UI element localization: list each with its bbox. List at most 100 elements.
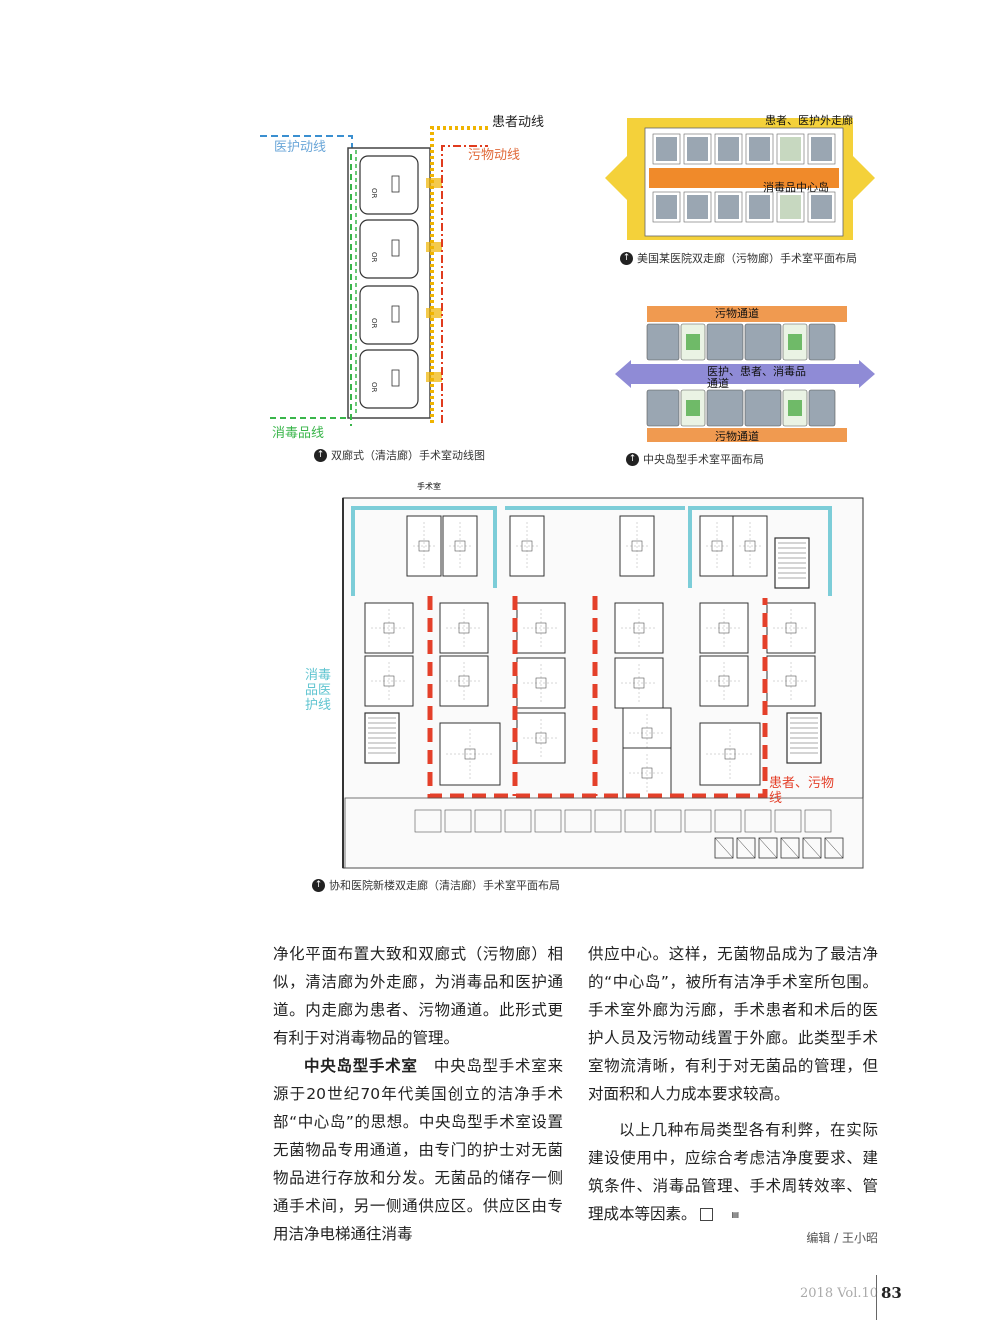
operating-room [439, 722, 501, 786]
plan-title: 手术室 [417, 482, 441, 491]
operating-room [364, 602, 414, 654]
operating-room [646, 323, 680, 361]
sterile-room [680, 389, 706, 427]
arrow-up-icon: ↑ [314, 448, 327, 462]
figure-pumch-floor-plan: 手术室 消毒品医护线 患者、污物线 [305, 478, 870, 873]
label-top-corridor: 污物通道 [715, 307, 759, 320]
medical-flow-line [260, 135, 353, 148]
operating-room [807, 133, 836, 165]
operating-room [614, 657, 664, 709]
operating-room [619, 515, 655, 577]
figure-3-caption: ↑ 中央岛型手术室平面布局 [626, 451, 764, 467]
stairwell [774, 537, 810, 589]
footer-divider [876, 1275, 877, 1320]
figure-3-caption-text: 中央岛型手术室平面布局 [643, 453, 764, 466]
arrow-up-icon: ↑ [312, 878, 325, 892]
end-mark-icon: ▤ [699, 1208, 739, 1221]
left-paragraph-2: 中央岛型手术室 中央岛型手术室来源于20世纪70年代美国创立的洁净手术部“中心岛… [273, 1052, 563, 1248]
operating-room [699, 722, 761, 786]
service-room [444, 809, 472, 833]
operating-room [652, 191, 681, 223]
sterile-room [680, 323, 706, 361]
sterile-room [782, 323, 808, 361]
right-paragraph-2: 以上几种布局类型各有利弊，在实际建设使用中，应综合考虑洁净度要求、建筑条件、消毒… [588, 1116, 878, 1228]
dirty-flow-line [441, 145, 488, 423]
or-room-label: OR [370, 382, 378, 393]
service-room [564, 809, 592, 833]
label-outer-corridor: 患者、医护外走廊 [765, 114, 853, 127]
operating-room [614, 602, 664, 654]
or-room-label: OR [370, 318, 378, 329]
page-number: 83 [881, 1284, 902, 1302]
operating-room: OR [359, 349, 442, 409]
left-paragraph-1: 净化平面布置大致和双廊式（污物廊）相似，清洁廊为外走廊，为消毒品和医护通道。内走… [273, 945, 563, 1047]
figure-1-caption-text: 双廊式（清洁廊）手术室动线图 [331, 449, 485, 462]
service-room [774, 809, 802, 833]
clean-corridor-right [688, 506, 832, 596]
operating-room [744, 323, 782, 361]
stairwell [786, 712, 822, 764]
label-middle-corridor: 医护、患者、消毒品通道 [707, 365, 806, 390]
operating-room [706, 323, 744, 361]
operating-room [646, 389, 680, 427]
operating-room: OR [359, 219, 442, 279]
left-paragraph-2-body: 中央岛型手术室来源于20世纪70年代美国创立的洁净手术部“中心岛”的思想。中央岛… [273, 1057, 563, 1243]
bottom-dirty-corridor [647, 428, 847, 442]
label-patient-flow: 患者动线 [492, 115, 545, 130]
operating-room [808, 323, 836, 361]
stairwell [364, 712, 400, 764]
operating-room [516, 602, 566, 654]
operating-room [706, 389, 744, 427]
top-dirty-corridor [647, 306, 847, 322]
layout-plan [615, 306, 875, 442]
operating-room [406, 515, 442, 577]
floor-plan [342, 497, 864, 869]
operating-room [439, 602, 489, 654]
service-room [654, 809, 682, 833]
operating-room [509, 515, 545, 577]
figure-1-caption: ↑ 双廊式（清洁廊）手术室动线图 [314, 447, 485, 463]
elevator [824, 837, 844, 859]
figure-2-caption: ↑ 美国某医院双走廊（污物廊）手术室平面布局 [620, 250, 857, 266]
service-room [624, 809, 652, 833]
operating-room [439, 655, 489, 707]
operating-room [699, 655, 749, 707]
arrow-up-icon: ↑ [620, 251, 633, 265]
sterile-room [782, 389, 808, 427]
operating-room [776, 191, 805, 223]
operating-room [766, 655, 816, 707]
editor-credit: 编辑 / 王小昭 [806, 1231, 878, 1245]
figure-4-caption-text: 协和医院新楼双走廊（清洁廊）手术室平面布局 [329, 879, 560, 892]
service-room [714, 809, 742, 833]
label-sterile-flow: 消毒品线 [272, 426, 325, 441]
figure-4-caption: ↑ 协和医院新楼双走廊（清洁廊）手术室平面布局 [312, 877, 560, 893]
operating-room [442, 515, 478, 577]
section-heading-central-island: 中央岛型手术室 [304, 1057, 418, 1075]
service-room [744, 809, 772, 833]
elevator [714, 837, 734, 859]
operating-room [745, 191, 774, 223]
right-paragraph-1: 供应中心。这样，无菌物品成为了最洁净的“中心岛”，被所有洁净手术室所包围。手术室… [588, 945, 878, 1103]
operating-room [808, 389, 836, 427]
layout-plan [605, 118, 875, 240]
elevator [802, 837, 822, 859]
right-paragraph-2-text: 以上几种布局类型各有利弊，在实际建设使用中，应综合考虑洁净度要求、建筑条件、消毒… [588, 1121, 878, 1223]
figure-2-caption-text: 美国某医院双走廊（污物廊）手术室平面布局 [637, 252, 857, 265]
operating-room [714, 191, 743, 223]
label-patient-dirty-line: 患者、污物线 [769, 776, 835, 806]
operating-room [732, 515, 768, 577]
patient-corridor-outer [427, 596, 768, 799]
label-dirty-flow: 污物动线 [468, 148, 521, 163]
elevator [780, 837, 800, 859]
operating-room [516, 712, 566, 764]
operating-room [744, 389, 782, 427]
article-right-column: 供应中心。这样，无菌物品成为了最洁净的“中心岛”，被所有洁净手术室所包围。手术室… [588, 940, 878, 1248]
service-room [504, 809, 532, 833]
service-room [534, 809, 562, 833]
operating-room [622, 747, 672, 799]
operating-room [776, 133, 805, 165]
operating-room [683, 133, 712, 165]
label-bottom-corridor: 污物通道 [715, 430, 759, 443]
